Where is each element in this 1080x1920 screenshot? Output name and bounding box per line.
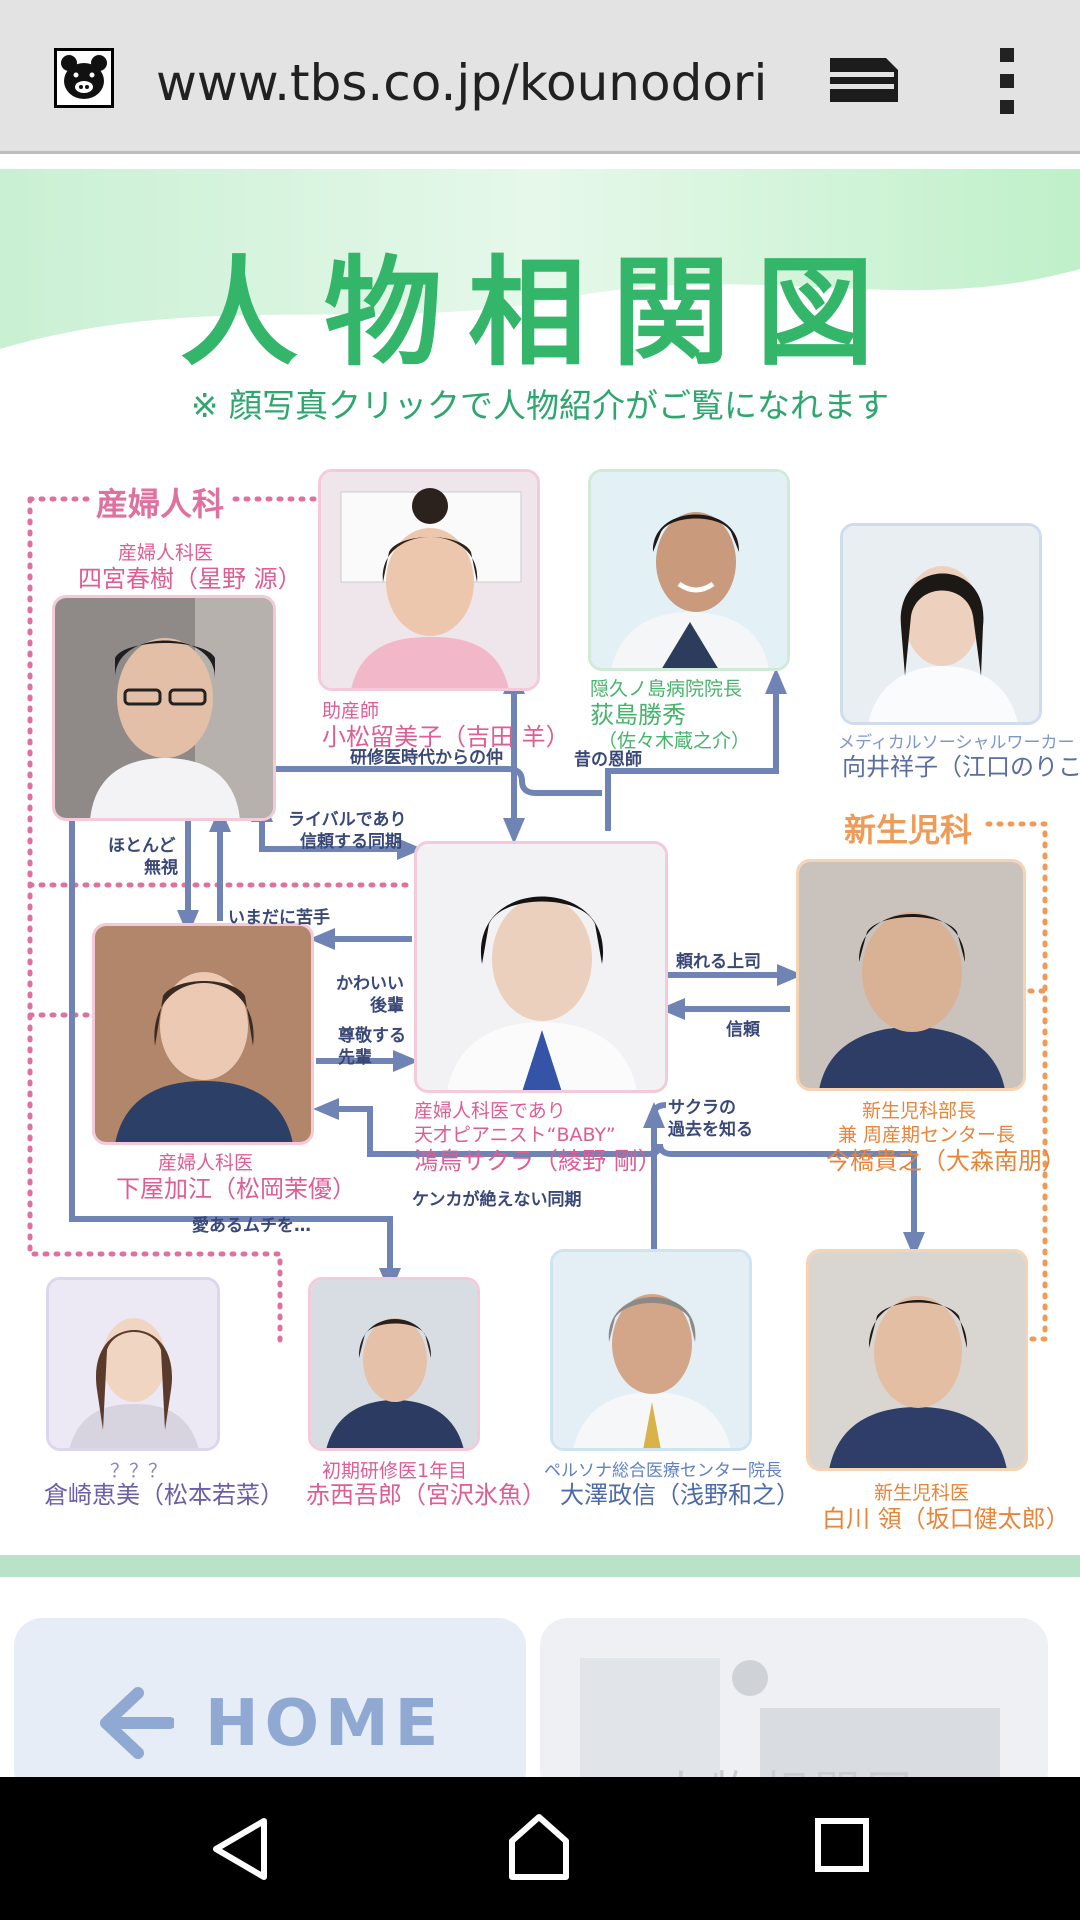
- photo-akanishi[interactable]: [308, 1277, 480, 1451]
- rel-trainee-era: 研修医時代からの仲: [350, 748, 503, 768]
- ogishima-name: 荻島勝秀: [590, 701, 686, 729]
- back-icon[interactable]: [210, 1817, 270, 1881]
- imabashi-role: 新生児科部長: [862, 1100, 977, 1122]
- home-card[interactable]: [14, 1618, 526, 1777]
- rel-still-weak: いまだに苦手: [228, 908, 330, 928]
- home-icon[interactable]: [506, 1813, 572, 1883]
- photo-shimoya[interactable]: [92, 923, 314, 1145]
- rel-rival-2: 信頼する同期: [300, 832, 402, 852]
- rel-mentor: 昔の恩師: [574, 750, 642, 770]
- imabashi-name: 今橋貴之（大森南朋）: [826, 1147, 1066, 1175]
- shinomiya-name: 四宮春樹（星野 源）: [78, 565, 302, 593]
- komatsu-role: 助産師: [322, 700, 380, 722]
- home-link[interactable]: HOME: [205, 1687, 445, 1761]
- system-nav-bar: [0, 1777, 1080, 1920]
- url-bar[interactable]: www.tbs.co.jp/kounodori/: [156, 54, 766, 112]
- rel-tough-love: 愛あるムチを…: [192, 1216, 311, 1236]
- imabashi-role2: 兼 周産期センター長: [838, 1124, 1016, 1146]
- photo-mukai[interactable]: [840, 523, 1042, 725]
- mukai-name: 向井祥子（江口のりこ）: [842, 753, 1080, 781]
- osawa-name: 大澤政信（浅野和之）: [560, 1481, 800, 1509]
- recents-icon[interactable]: [814, 1817, 870, 1873]
- section-label-obgyn: 産婦人科: [88, 479, 238, 523]
- rel-reliable-boss: 頼れる上司: [676, 952, 761, 972]
- rel-cute-1: かわいい: [336, 974, 404, 994]
- shimoya-role: 産婦人科医: [158, 1152, 254, 1174]
- section-label-obgyn-text: 産婦人科: [96, 485, 225, 523]
- rel-cute-2: 後輩: [370, 996, 404, 1016]
- page-title: 人物相関図: [179, 244, 900, 382]
- rel-respect-1: 尊敬する: [338, 1026, 406, 1046]
- shinomiya-role: 産婦人科医: [118, 542, 214, 564]
- photo-click-notice: ※ 顔写真クリックで人物紹介がご覧になれます: [190, 386, 890, 425]
- komatsu-name: 小松留美子（吉田 羊）: [322, 723, 570, 751]
- rel-quarrel: ケンカが絶えない同期: [412, 1190, 582, 1210]
- chart-card-thumb: [540, 1618, 1048, 1777]
- osawa-role: ペルソナ総合医療センター院長: [544, 1461, 782, 1481]
- section-divider: [0, 1555, 1080, 1577]
- mukai-role: メディカルソーシャルワーカー: [838, 733, 1075, 753]
- kurasaki-name: 倉崎恵美（松本若菜）: [44, 1481, 284, 1509]
- web-page: 人物相関図 ※ 顔写真クリックで人物紹介がご覧になれます: [0, 157, 1080, 1777]
- rel-past-2: 過去を知る: [668, 1120, 753, 1140]
- rel-past-1: サクラの: [668, 1098, 736, 1118]
- photo-konotori[interactable]: [414, 841, 668, 1093]
- rel-trust: 信頼: [726, 1020, 760, 1040]
- site-favicon-pig-icon[interactable]: [54, 48, 114, 108]
- konotori-name: 鴻鳥サクラ（綾野 剛）: [414, 1147, 662, 1175]
- konotori-role2: 天才ピアニスト“BABY”: [414, 1124, 616, 1146]
- relationship-chart: 人物相関図 ※ 顔写真クリックで人物紹介がご覧になれます: [0, 169, 1080, 1549]
- konotori-role: 産婦人科医であり: [414, 1100, 566, 1122]
- browser-toolbar: www.tbs.co.jp/kounodori/: [0, 0, 1080, 154]
- rel-ignore-1: ほとんど: [108, 836, 176, 856]
- akanishi-role: 初期研修医1年目: [322, 1460, 468, 1482]
- tabs-icon[interactable]: [826, 50, 902, 110]
- menu-kebab-icon[interactable]: [996, 46, 1018, 116]
- ogishima-role: 隠久ノ島病院院長: [590, 678, 743, 700]
- photo-imabashi[interactable]: [796, 859, 1026, 1091]
- photo-shinomiya[interactable]: [52, 595, 276, 821]
- ogishima-actor: （佐々木蔵之介）: [598, 730, 751, 752]
- akanishi-name: 赤西吾郎（宮沢氷魚）: [306, 1481, 546, 1509]
- photo-ogishima[interactable]: [588, 469, 790, 671]
- shimoya-name: 下屋加江（松岡茉優）: [116, 1175, 356, 1203]
- photo-kurasaki[interactable]: [46, 1277, 220, 1451]
- photo-komatsu[interactable]: [318, 469, 540, 691]
- section-label-neonatal-text: 新生児科: [844, 811, 973, 849]
- section-label-neonatal: 新生児科: [838, 805, 988, 849]
- kurasaki-role: ？？？: [110, 1460, 168, 1482]
- photo-shirakawa[interactable]: [806, 1249, 1028, 1471]
- photo-osawa[interactable]: [550, 1249, 752, 1451]
- chart-card[interactable]: [540, 1618, 1048, 1777]
- rel-ignore-2: 無視: [144, 858, 178, 878]
- relationship-arrows: [27, 496, 1048, 1347]
- shirakawa-name: 白川 領（坂口健太郎）: [822, 1505, 1070, 1533]
- rel-rival-1: ライバルであり: [288, 810, 407, 830]
- shirakawa-role: 新生児科医: [874, 1482, 970, 1504]
- arrow-left-icon: [98, 1685, 176, 1761]
- banner-wave: [0, 169, 1080, 349]
- rel-respect-2: 先輩: [338, 1048, 372, 1068]
- chart-card-label: 人物相関図: [658, 1757, 918, 1777]
